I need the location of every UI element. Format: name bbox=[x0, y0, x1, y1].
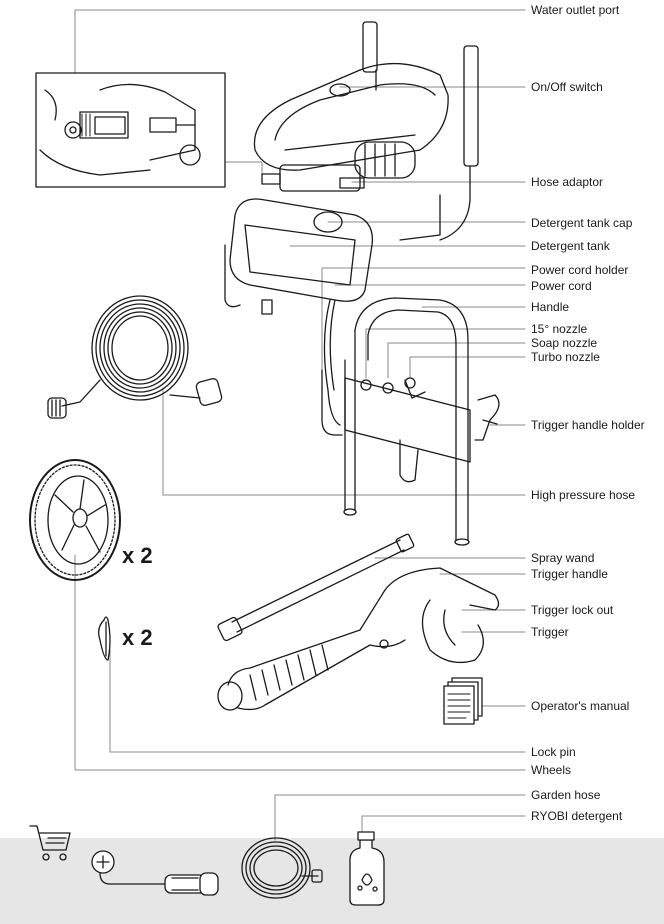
label-turbo-nozzle: Turbo nozzle bbox=[531, 350, 600, 364]
operators-manual-icon bbox=[443, 677, 483, 725]
label-detergent-tank-cap: Detergent tank cap bbox=[531, 216, 633, 230]
label-garden-hose: Garden hose bbox=[531, 788, 601, 802]
label-15-nozzle: 15° nozzle bbox=[531, 322, 588, 336]
garden-hose-coil-icon bbox=[241, 837, 323, 899]
label-hose-adaptor: Hose adaptor bbox=[531, 175, 604, 189]
detergent-bottle-icon bbox=[349, 831, 385, 906]
label-trigger: Trigger bbox=[531, 625, 569, 639]
wheel bbox=[29, 459, 121, 581]
label-soap-nozzle: Soap nozzle bbox=[531, 336, 598, 350]
not-included-band bbox=[0, 838, 664, 924]
label-operators-manual: Operator's manual bbox=[531, 699, 630, 713]
label-lock-pin: Lock pin bbox=[531, 745, 576, 759]
label-water-outlet-port: Water outlet port bbox=[531, 3, 620, 17]
label-power-cord: Power cord bbox=[531, 279, 592, 293]
spray-wand bbox=[217, 533, 415, 642]
lock-pin bbox=[98, 616, 111, 661]
pressure-washer-unit bbox=[224, 21, 500, 546]
label-wheels: Wheels bbox=[531, 763, 572, 777]
water-outlet-detail-inset bbox=[35, 72, 226, 188]
phillips-screwdriver-icon bbox=[91, 850, 219, 896]
label-trigger-lock-out: Trigger lock out bbox=[531, 603, 614, 617]
label-spray-wand: Spray wand bbox=[531, 551, 595, 565]
label-trigger-handle-holder: Trigger handle holder bbox=[531, 418, 645, 432]
high-pressure-hose-coil bbox=[47, 295, 223, 419]
label-ryobi-detergent: RYOBI detergent bbox=[531, 809, 623, 823]
shopping-cart-icon bbox=[29, 825, 71, 861]
label-on-off-switch: On/Off switch bbox=[531, 80, 603, 94]
label-high-pressure-hose: High pressure hose bbox=[531, 488, 636, 502]
leader-lines bbox=[74, 9, 526, 841]
trigger-handle-gun bbox=[217, 567, 500, 711]
label-detergent-tank: Detergent tank bbox=[531, 239, 610, 253]
label-handle: Handle bbox=[531, 300, 570, 314]
label-trigger-handle: Trigger handle bbox=[531, 567, 608, 581]
wheels-quantity: x 2 bbox=[122, 543, 153, 568]
lock-pin-quantity: x 2 bbox=[122, 625, 153, 650]
label-power-cord-holder: Power cord holder bbox=[531, 263, 629, 277]
